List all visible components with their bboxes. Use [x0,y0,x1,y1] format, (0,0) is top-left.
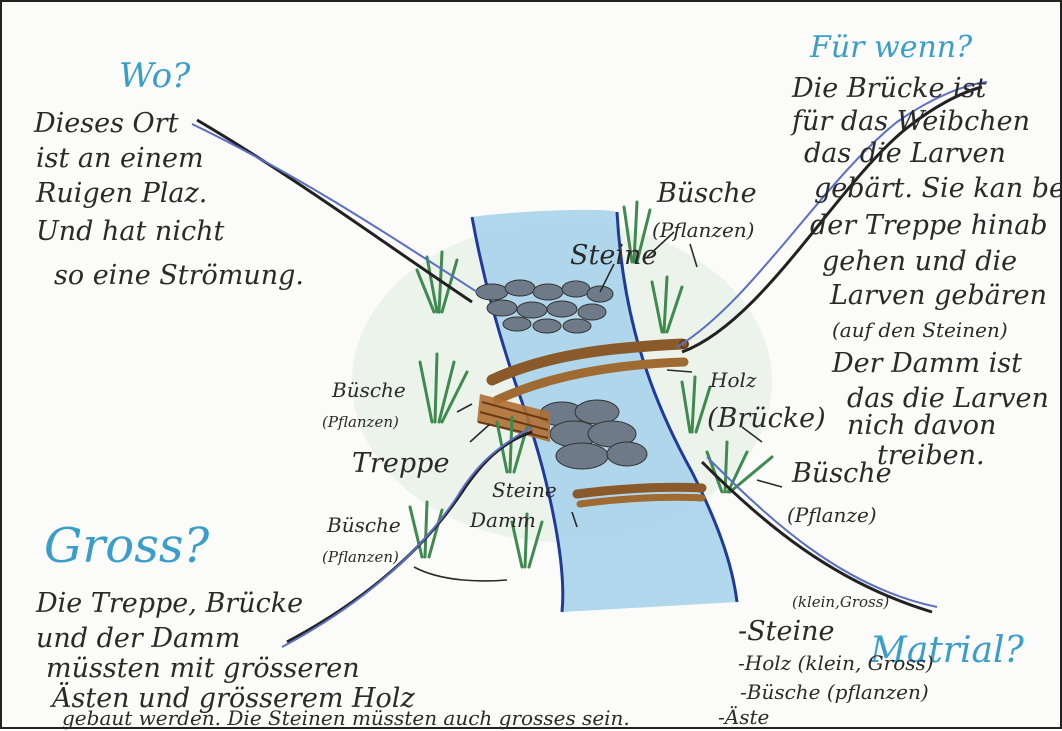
matrial-text-block: (klein,Gross) -Steine -Holz (klein, Gros… [718,593,934,729]
label-treppe: Treppe [352,448,449,479]
fuer-wenn-line: treiben. [877,440,985,471]
label-steine-low: Steine [492,478,557,502]
fuer-wenn-line: gebärt. Sie kan bei [814,173,1062,204]
fuer-wenn-line: Der Damm ist [831,348,1022,379]
wo-line: ist an einem [36,143,204,174]
label-steine-top: Steine [570,240,657,271]
label-pflanzen-top: (Pflanzen) [652,218,754,242]
fuer-wenn-line: (auf den Steinen) [832,318,1008,342]
fuer-wenn-text-block: Die Brücke ist für das Weibchen das die … [790,73,1062,471]
gross-line: gebaut werden. Die Steinen müssten auch … [62,706,630,730]
fuer-wenn-line: nich davon [847,410,996,441]
wo-text-block: Dieses Ort ist an einem Ruigen Plaz. Und… [33,108,304,291]
fuer-wenn-line: Die Brücke ist [791,73,987,104]
label-buesche-top: Büsche [656,178,757,209]
heading-wo: Wo? [119,56,191,96]
label-pflanzen-bottom: (Pflanzen) [322,548,399,566]
matrial-item: -Holz (klein, Gross) [738,651,934,675]
gross-line: und der Damm [36,623,240,654]
label-buesche-left: Büsche [331,378,406,402]
label-pflanze-right: (Pflanze) [787,503,877,527]
fuer-wenn-line: gehen und die [822,246,1017,277]
label-buesche-right: Büsche [791,458,892,489]
gross-line: müssten mit grösseren [46,653,360,684]
matrial-item: -Äste [718,705,769,729]
label-damm: Damm [469,508,536,532]
wo-line: Dieses Ort [33,108,179,139]
heading-gross: Gross? [44,518,209,574]
heading-fuer-wenn: Für wenn? [809,30,973,65]
fuer-wenn-line: das die Larven [804,138,1006,169]
fuer-wenn-line: für das Weibchen [790,106,1030,137]
label-pflanzen-left: (Pflanzen) [322,413,399,431]
label-buesche-bottom: Büsche [326,513,401,537]
gross-line: Die Treppe, Brücke [35,588,303,619]
matrial-note: (klein,Gross) [792,593,889,611]
fuer-wenn-line: der Treppe hinab [810,210,1048,241]
wo-line: Ruigen Plaz. [35,178,207,209]
fuer-wenn-line: Larven gebären [829,280,1047,311]
wo-line: Und hat nicht [36,216,224,247]
wo-line: so eine Strömung. [54,260,304,291]
matrial-item: -Steine [738,616,834,647]
label-holz: Holz [709,368,757,392]
gross-text-block: Die Treppe, Brücke und der Damm müssten … [35,588,630,730]
label-bruecke: (Brücke) [707,403,826,434]
matrial-item: -Büsche (pflanzen) [740,680,929,704]
